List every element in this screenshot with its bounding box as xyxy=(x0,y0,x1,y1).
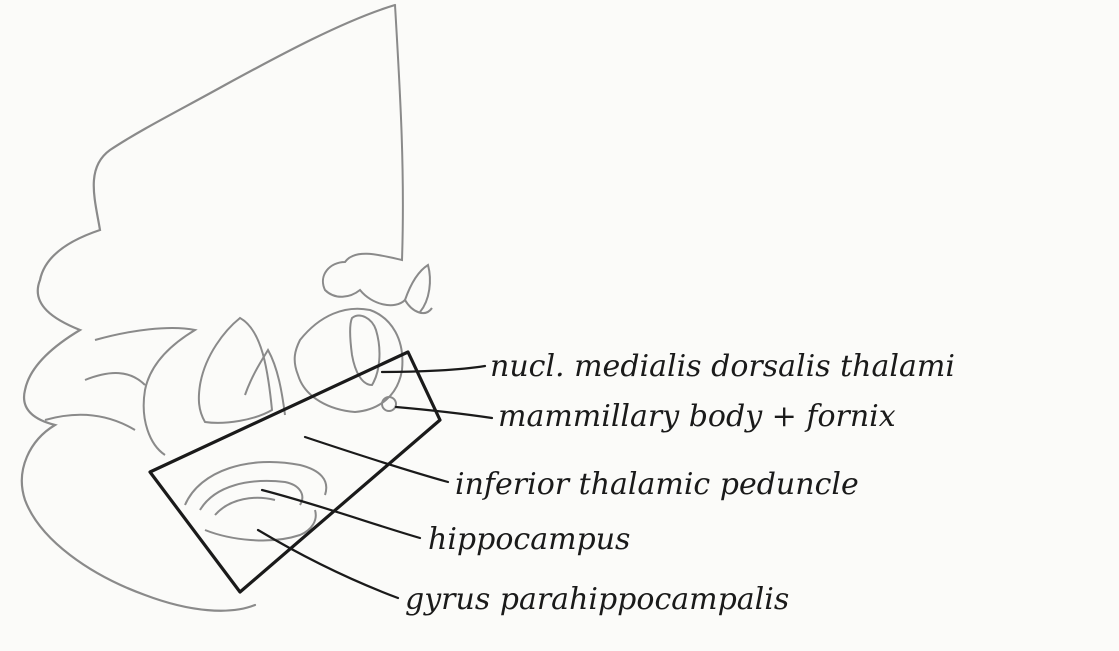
label-mammillary-body-fornix: mammillary body + fornix xyxy=(498,402,896,432)
mammillary-body xyxy=(382,397,396,411)
leader-line-mammillary xyxy=(396,407,492,418)
gyrus-contour xyxy=(323,5,432,313)
insula-contour xyxy=(45,328,195,455)
label-hippocampus: hippocampus xyxy=(428,525,630,555)
parahippocampal-contour xyxy=(205,510,316,540)
leader-line-md xyxy=(382,366,485,372)
label-gyrus-parahippocampalis: gyrus parahippocampalis xyxy=(405,585,789,615)
hippocampus-contour xyxy=(185,462,326,515)
label-inferior-thalamic-peduncle: inferior thalamic peduncle xyxy=(455,470,859,500)
label-md-thalamus: nucl. medialis dorsalis thalami xyxy=(490,352,955,382)
leader-line-hippocampus xyxy=(262,490,420,538)
hemisphere-outline xyxy=(22,5,395,611)
putamen-contour xyxy=(199,318,272,423)
md-nucleus-contour xyxy=(350,316,379,385)
